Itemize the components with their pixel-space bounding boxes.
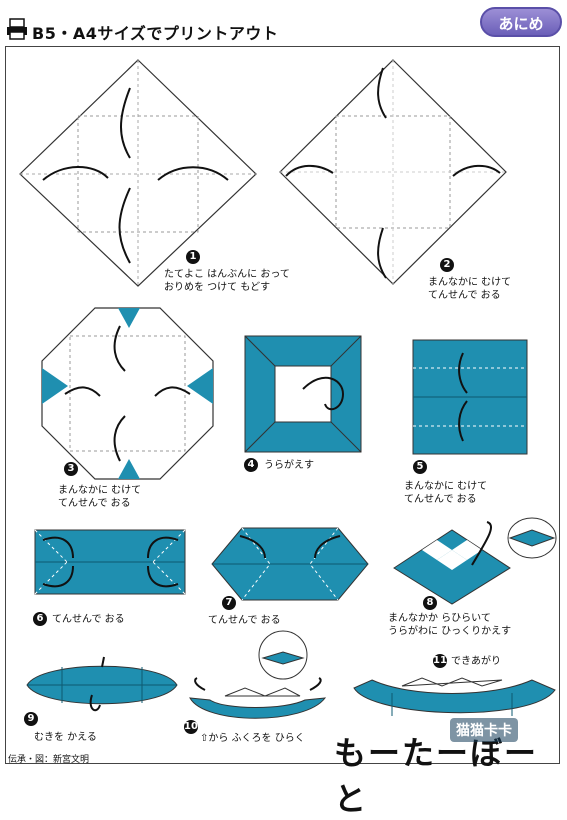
step9-diagram [26,656,178,712]
watermark: 猫猫卡卡 [450,718,518,742]
step2-diagram [279,59,507,285]
step-caption: できあがり [451,656,501,667]
step3-diagram [41,307,214,480]
step-caption: おりめを つけて もどす [164,282,271,293]
step-caption: ⇧から ふくろを ひらく [200,733,305,744]
step1-diagram [19,59,257,287]
step-caption: てんせんで おる [208,615,281,626]
step-number: 8 [423,596,437,610]
step10-diagram [189,630,327,719]
printer-icon[interactable] [6,18,28,40]
step8-diagram [393,517,557,605]
step-caption: むきを かえる [34,732,97,743]
step7-diagram [211,527,369,601]
step-caption: まんなかに むけて [404,481,488,492]
header: B5・A4サイズでプリントアウト あにめ [0,0,567,46]
step-caption: まんなかに むけて [58,485,142,496]
step-number: 7 [222,596,236,610]
step11-diagram [353,677,556,716]
step4-diagram [244,335,362,453]
page-title: B5・A4サイズでプリントアウト [32,24,279,43]
step-caption: てんせんで おる [52,614,125,625]
diagram-frame [5,46,560,764]
step-caption: うらがえす [264,460,314,471]
step-number: 4 [244,458,258,472]
step-number: 3 [64,462,78,476]
step-caption: まんなかか らひらいて [388,613,491,624]
step-caption: てんせんで おる [58,498,131,509]
step-caption: てんせんで おる [428,290,501,301]
step-number: 5 [413,460,427,474]
step-number: 9 [24,712,38,726]
step-caption: たてよこ はんぶんに おって [164,269,290,280]
step-number: 1 [186,250,200,264]
step-caption: うらがわに ひっくりかえす [388,626,512,637]
anime-button[interactable]: あにめ [480,7,562,37]
step-caption: まんなかに むけて [428,277,512,288]
step-caption: てんせんで おる [404,494,477,505]
step-number: 2 [440,258,454,272]
step-number: 10 [184,720,198,734]
credit-text: 伝承・図：新宮文明 [8,755,90,765]
step6-diagram [34,529,186,595]
step-number: 6 [33,612,47,626]
model-title: もーたーぼーと [334,734,539,818]
step5-diagram [412,339,528,455]
step-number: 11 [433,654,447,668]
